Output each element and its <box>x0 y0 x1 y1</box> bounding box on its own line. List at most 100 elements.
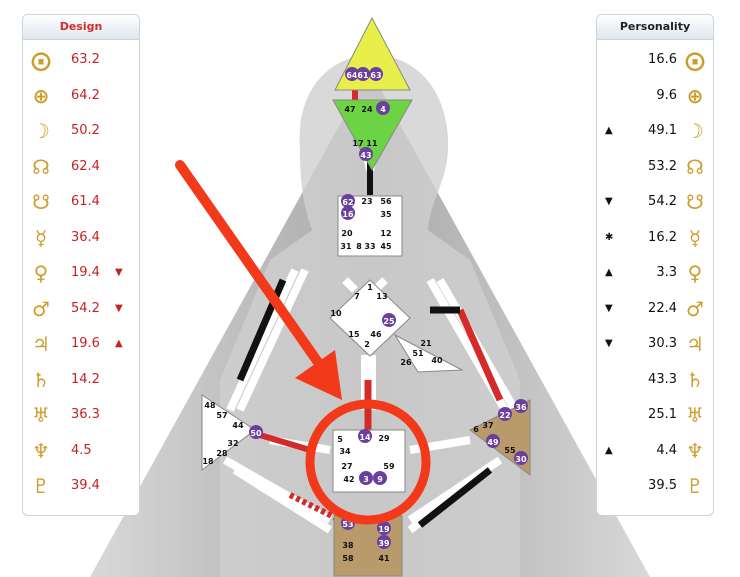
moon-icon: ☽ <box>32 119 50 143</box>
personality-value: 3.3 <box>656 265 677 280</box>
personality-value: 49.1 <box>648 123 677 138</box>
channel <box>223 456 332 524</box>
personality-value: 39.5 <box>648 478 677 493</box>
gate-badge <box>514 451 528 465</box>
personality-panel-header: Personality <box>597 15 713 40</box>
personality-row: ♃30.3▼ <box>597 329 713 359</box>
mars-icon: ♂ <box>686 296 704 321</box>
design-row: ☽ 50.2 <box>23 116 139 146</box>
gate-number: 42 <box>343 475 354 484</box>
gate-number: 34 <box>339 447 351 456</box>
gate-number: 21 <box>420 339 432 348</box>
design-arrow: ▼ <box>115 302 123 314</box>
gate-number: 27 <box>341 462 352 471</box>
gate-badge <box>486 434 500 448</box>
personality-row: ♆4.4▲ <box>597 436 713 466</box>
ajna-center <box>332 99 413 172</box>
personality-value: 25.1 <box>648 407 677 422</box>
gate-number: 18 <box>202 457 214 466</box>
gate-badge <box>373 471 387 485</box>
design-value: 19.4 <box>71 265 100 280</box>
g-center <box>329 279 411 357</box>
design-value: 36.3 <box>71 407 100 422</box>
moon-icon: ☽ <box>686 119 704 143</box>
gate-number: 51 <box>412 349 424 358</box>
gate-number: 25 <box>383 317 395 326</box>
gate-number: 41 <box>378 554 390 563</box>
gate-number: 59 <box>383 462 395 471</box>
channel <box>236 268 309 412</box>
personality-arrow: ▲ <box>605 125 613 136</box>
gate-badge <box>514 399 528 413</box>
design-value: 50.2 <box>71 123 100 138</box>
annotation-arrow <box>175 160 342 400</box>
earth-icon: ⊕ <box>686 83 704 108</box>
personality-row: ☋54.2▼ <box>597 187 713 217</box>
personality-value: 54.2 <box>648 194 677 209</box>
gate-number: 43 <box>360 151 371 160</box>
gate-badge <box>341 194 355 208</box>
heart-center <box>393 333 464 373</box>
gate-badge <box>377 535 391 549</box>
design-value: 62.4 <box>71 158 100 174</box>
gate-badge <box>359 147 373 161</box>
uranus-icon: ♅ <box>686 403 704 427</box>
personality-row: ⨀ 16.6 <box>597 45 713 75</box>
personality-row: ☿16.2✱ <box>597 223 713 253</box>
design-value: 19.6 <box>71 336 100 351</box>
personality-value: 16.2 <box>648 229 677 245</box>
design-row: ♅36.3 <box>23 400 139 430</box>
sun-icon: ⨀ <box>685 48 705 72</box>
saturn-icon: ♄ <box>32 367 50 392</box>
personality-value: 43.3 <box>648 371 677 387</box>
gate-number: 5 <box>337 435 343 444</box>
gate-number: 36 <box>515 403 527 412</box>
gate-number: 8 <box>356 242 362 251</box>
gate-badge <box>369 67 383 81</box>
design-row: ⊕64.2 <box>23 81 139 111</box>
gate-number: 15 <box>348 330 360 339</box>
gate-number: 6 <box>473 425 479 434</box>
personality-row: ♇39.5 <box>597 471 713 501</box>
venus-icon: ♀ <box>33 261 49 285</box>
defined-channel-red <box>456 308 504 402</box>
annotation-circle <box>305 399 431 525</box>
gate-number: 53 <box>342 520 353 529</box>
personality-row: ☊ 53.2 <box>597 152 713 182</box>
gate-badge <box>345 67 359 81</box>
gate-number: 26 <box>400 358 412 367</box>
gate-number: 1 <box>367 283 373 292</box>
gate-number: 22 <box>499 411 510 420</box>
design-value: 63.2 <box>71 52 100 67</box>
gate-number: 31 <box>340 242 352 251</box>
gate-number: 3 <box>363 475 369 484</box>
gate-number: 55 <box>504 446 516 455</box>
personality-value: 9.6 <box>656 87 677 103</box>
design-row: ☿36.4 <box>23 223 139 253</box>
gate-number: 57 <box>216 411 227 420</box>
channel <box>342 277 358 293</box>
design-value: 39.4 <box>71 478 100 493</box>
gate-number: 33 <box>364 242 375 251</box>
design-arrow: ▲ <box>115 338 123 349</box>
gate-number: 29 <box>378 434 390 443</box>
personality-arrow: ▲ <box>605 444 613 456</box>
personality-row: ♄43.3 <box>597 365 713 395</box>
south-node-icon: ☋ <box>32 190 50 214</box>
gate-number: 35 <box>380 210 392 219</box>
gate-number: 20 <box>341 229 353 238</box>
defined-channel-black <box>417 467 493 528</box>
jupiter-icon: ♃ <box>32 332 50 356</box>
design-row: ♇39.4 <box>23 471 139 501</box>
gate-number: 2 <box>364 340 370 349</box>
personality-value: 16.6 <box>648 52 677 67</box>
personality-value: 53.2 <box>648 158 677 174</box>
gate-number: 7 <box>354 292 360 301</box>
gate-badge <box>376 101 390 115</box>
north-node-icon: ☊ <box>32 154 50 179</box>
north-node-icon: ☊ <box>686 154 704 179</box>
personality-value: 30.3 <box>648 336 677 351</box>
gate-number: 10 <box>330 309 342 318</box>
